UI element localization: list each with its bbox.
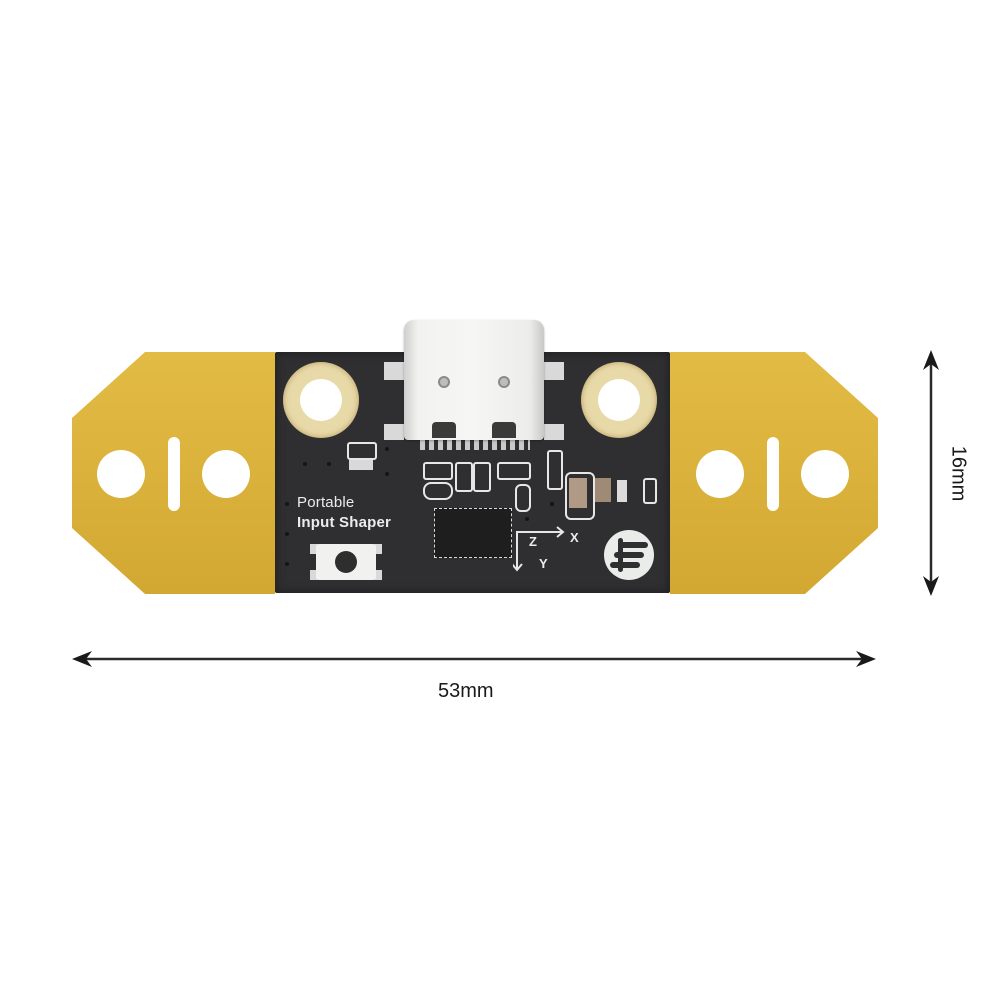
usb-shell-tab — [544, 362, 564, 380]
axis-z-label: Z — [529, 534, 537, 549]
usb-shell-tab — [544, 424, 564, 440]
mounting-ring-left — [283, 362, 359, 438]
usb-shell-tab — [384, 424, 404, 440]
height-dimension-label: 16mm — [947, 445, 970, 502]
mounting-ring-right — [581, 362, 657, 438]
silkscreen-portable: Portable — [297, 494, 355, 511]
usb-shell-tab — [384, 362, 404, 380]
width-dimension-label: 53mm — [438, 680, 494, 702]
silkscreen-input-shaper: Input Shaper — [297, 514, 392, 531]
usb-c-connector-icon[interactable] — [404, 320, 544, 440]
accelerometer-chip — [434, 508, 512, 558]
axis-x-label: X — [570, 530, 579, 545]
axis-arrows-icon — [513, 526, 565, 572]
brand-logo-icon — [604, 530, 654, 580]
reset-button-icon[interactable] — [310, 540, 382, 584]
axis-y-label: Y — [539, 556, 548, 571]
